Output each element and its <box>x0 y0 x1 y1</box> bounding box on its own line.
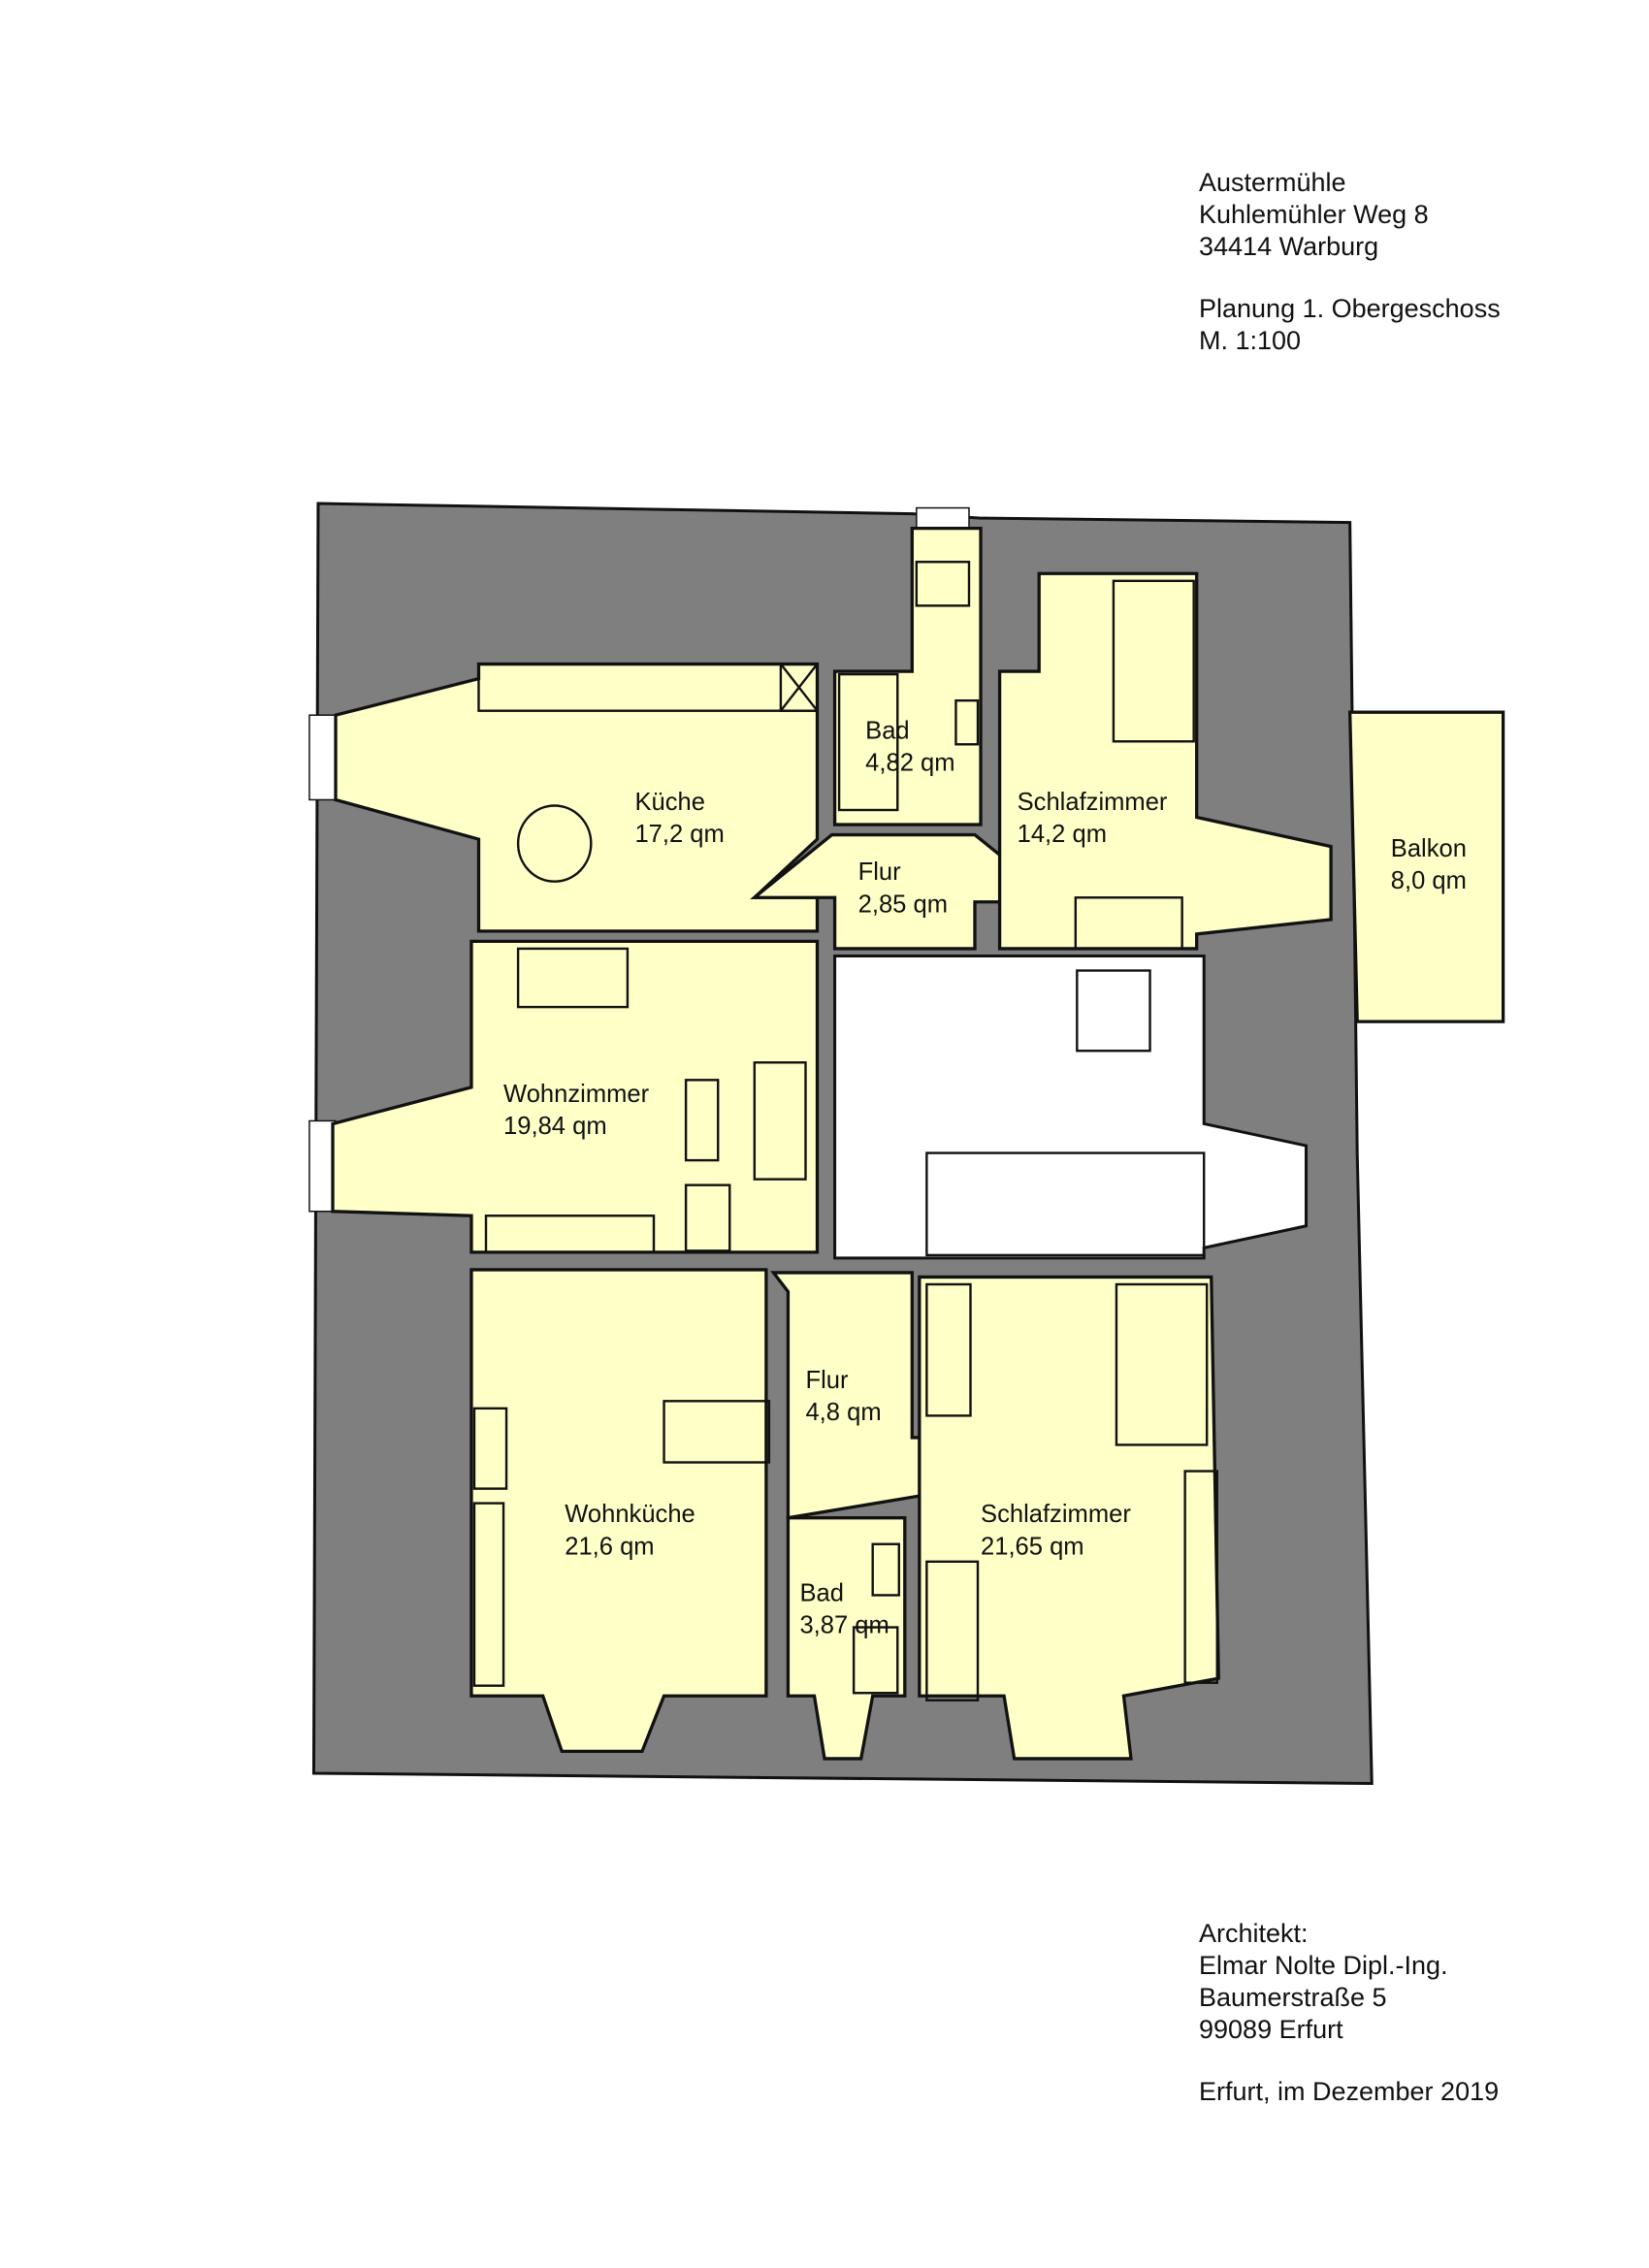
room-area: 19,84 qm <box>503 1113 607 1140</box>
window <box>916 506 970 530</box>
room-area: 8,0 qm <box>1391 867 1467 894</box>
room-label: Schlafzimmer <box>981 1501 1131 1528</box>
room-kueche <box>334 662 820 933</box>
room-area: 2,85 qm <box>858 891 948 918</box>
room-area: 21,6 qm <box>565 1533 654 1560</box>
architect-city: 99089 Erfurt <box>1199 2015 1343 2044</box>
window <box>308 714 337 801</box>
plan-title: Planung 1. Obergeschoss <box>1199 294 1501 323</box>
room-label: Flur <box>858 859 902 886</box>
project-name: Austermühle <box>1199 168 1346 197</box>
room-schlafzimmer-top <box>997 571 1333 951</box>
room-label: Küche <box>634 789 704 816</box>
project-header: Austermühle Kuhlemühler Weg 8 34414 Warb… <box>1199 167 1501 357</box>
architect-name: Elmar Nolte Dipl.-Ing. <box>1199 1951 1448 1980</box>
room-label: Wohnküche <box>565 1501 695 1528</box>
room-bad-top <box>832 526 983 826</box>
architect-label: Architekt: <box>1199 1919 1309 1948</box>
room-area: 21,65 qm <box>981 1533 1084 1560</box>
architect-street: Baumerstraße 5 <box>1199 1983 1387 2012</box>
date-line: Erfurt, im Dezember 2019 <box>1199 2077 1500 2106</box>
room-area: 4,8 qm <box>805 1399 881 1426</box>
room-label: Schlafzimmer <box>1018 789 1168 816</box>
architect-block: Architekt: Elmar Nolte Dipl.-Ing. Baumer… <box>1199 1918 1499 2108</box>
room-area: 4,82 qm <box>865 749 954 776</box>
stairwell <box>833 954 1309 1260</box>
project-street: Kuhlemühler Weg 8 <box>1199 200 1429 229</box>
room-label: Wohnzimmer <box>503 1081 650 1108</box>
room-label: Bad <box>799 1579 843 1606</box>
room-area: 3,87 qm <box>799 1612 889 1639</box>
room-area: 17,2 qm <box>634 821 724 848</box>
room-label: Balkon <box>1391 835 1467 862</box>
room-bad-bottom <box>786 1516 907 1761</box>
room-wohnzimmer <box>331 939 820 1254</box>
room-wohnkueche <box>469 1268 768 1754</box>
room-label: Flur <box>805 1367 849 1394</box>
furniture <box>472 561 1218 1701</box>
room-schlafzimmer-bottom <box>918 1275 1220 1761</box>
plan-scale: M. 1:100 <box>1199 326 1302 355</box>
room-label: Bad <box>865 717 909 744</box>
room-area: 14,2 qm <box>1018 821 1107 848</box>
room-balkon <box>1347 710 1505 1023</box>
project-city: 34414 Warburg <box>1199 232 1379 261</box>
